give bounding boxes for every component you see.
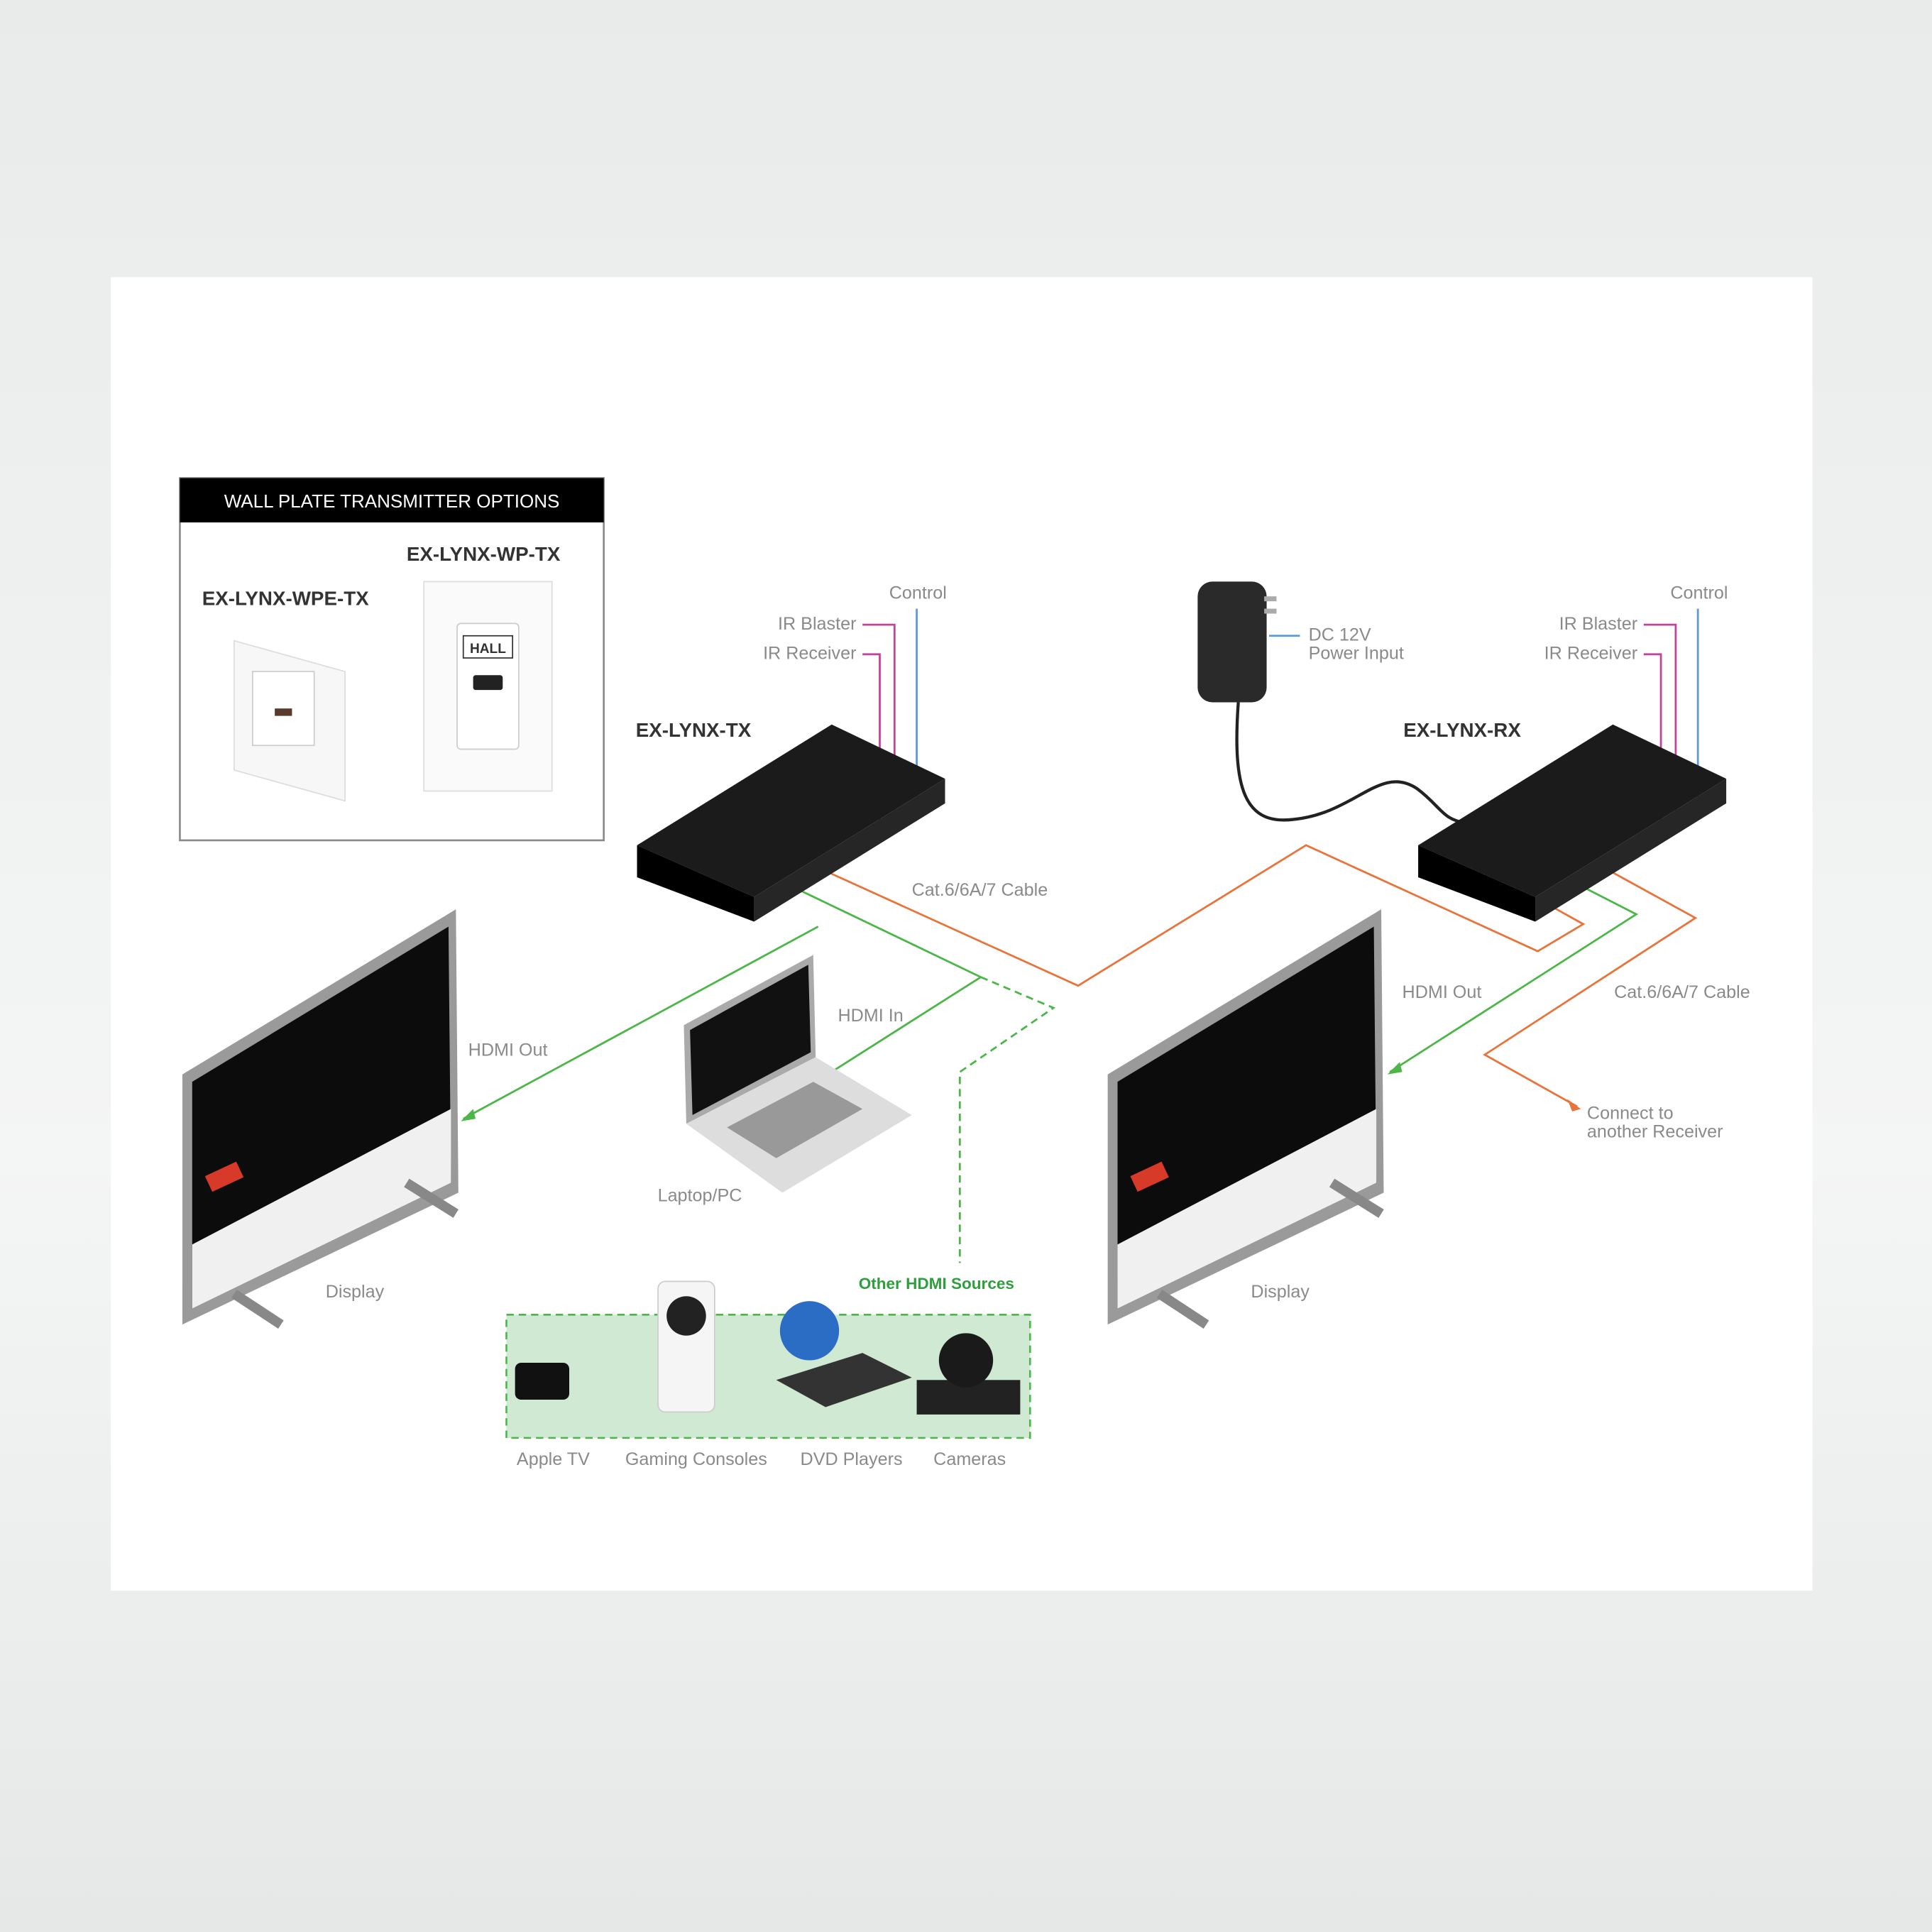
display-right-label: Display [1251, 1282, 1310, 1302]
rx-ir-blaster-label: IR Blaster [1559, 614, 1637, 634]
tx-hdmi-out-label: HDMI Out [468, 1041, 548, 1060]
tx-ir-blaster-line [862, 623, 896, 820]
rx-hdmi-out-cable [1389, 886, 1639, 1073]
connect-label-2: another Receiver [1587, 1121, 1723, 1141]
power-cord [1235, 702, 1467, 825]
tx-ir-blaster-label: IR Blaster [778, 614, 856, 634]
tx-ir-receiver-label: IR Receiver [763, 644, 856, 664]
sources-hdmi-cable [958, 976, 1056, 1263]
power-label-2: Power Input [1309, 644, 1404, 664]
laptop [684, 955, 912, 1193]
rx-ir-blaster-line [1643, 623, 1677, 820]
rx-cable-label: Cat.6/6A/7 Cable [1614, 982, 1750, 1002]
rx-hdmi-out-label: HDMI Out [1403, 982, 1482, 1002]
hdmi-arrow-right [1387, 1062, 1403, 1075]
wpe-plate-image [233, 640, 346, 802]
connect-label-1: Connect to [1587, 1103, 1674, 1123]
source-cameras: Cameras [933, 1449, 1006, 1469]
other-hdmi-sources: Other HDMI Sources Apple TV Gaming Conso… [505, 1275, 1031, 1469]
display-left [182, 909, 459, 1329]
source-gaming-consoles: Gaming Consoles [625, 1449, 767, 1469]
tx-hdmi-out-cable [463, 926, 819, 1120]
tx-hdmi-in-label: HDMI In [838, 1006, 903, 1026]
dvd-player-image [776, 1353, 912, 1407]
rx-label: EX-LYNX-RX [1403, 719, 1521, 741]
tx-label: EX-LYNX-TX [636, 719, 752, 741]
hdmi-arrow-left [461, 1109, 476, 1121]
wall-plate-options: WALL PLATE TRANSMITTER OPTIONS EX-LYNX-W… [179, 477, 605, 842]
source-dvd-players: DVD Players [801, 1449, 903, 1469]
wall-plate-header: WALL PLATE TRANSMITTER OPTIONS [224, 490, 560, 512]
wp-plate-image: HALL [423, 581, 553, 792]
power-label-1: DC 12V [1309, 625, 1371, 645]
laptop-label: Laptop/PC [658, 1186, 742, 1206]
rx-device: EX-LYNX-RX [1403, 719, 1727, 922]
tx-cable-label: Cat.6/6A/7 Cable [912, 880, 1048, 900]
bluray-disc-image [779, 1301, 840, 1361]
sources-title: Other HDMI Sources [859, 1275, 1014, 1292]
rx-cat-out-cable [1483, 869, 1698, 1108]
wpe-tx-label: EX-LYNX-WPE-TX [202, 587, 369, 609]
display-left-label: Display [326, 1282, 385, 1302]
connect-arrow [1567, 1099, 1581, 1112]
apple-tv-image [515, 1362, 570, 1400]
rx-ir-receiver-label: IR Receiver [1544, 644, 1637, 664]
tx-cat-cable [823, 844, 1586, 987]
tx-device: EX-LYNX-TX [636, 719, 945, 922]
rx-control-label: Control [1670, 583, 1728, 603]
source-apple-tv: Apple TV [517, 1449, 590, 1469]
tx-control-label: Control [889, 583, 947, 603]
display-right [1107, 909, 1384, 1329]
wp-tx-label: EX-LYNX-WP-TX [407, 543, 561, 565]
hall-logo: HALL [470, 642, 506, 657]
power-adapter [1197, 581, 1277, 703]
